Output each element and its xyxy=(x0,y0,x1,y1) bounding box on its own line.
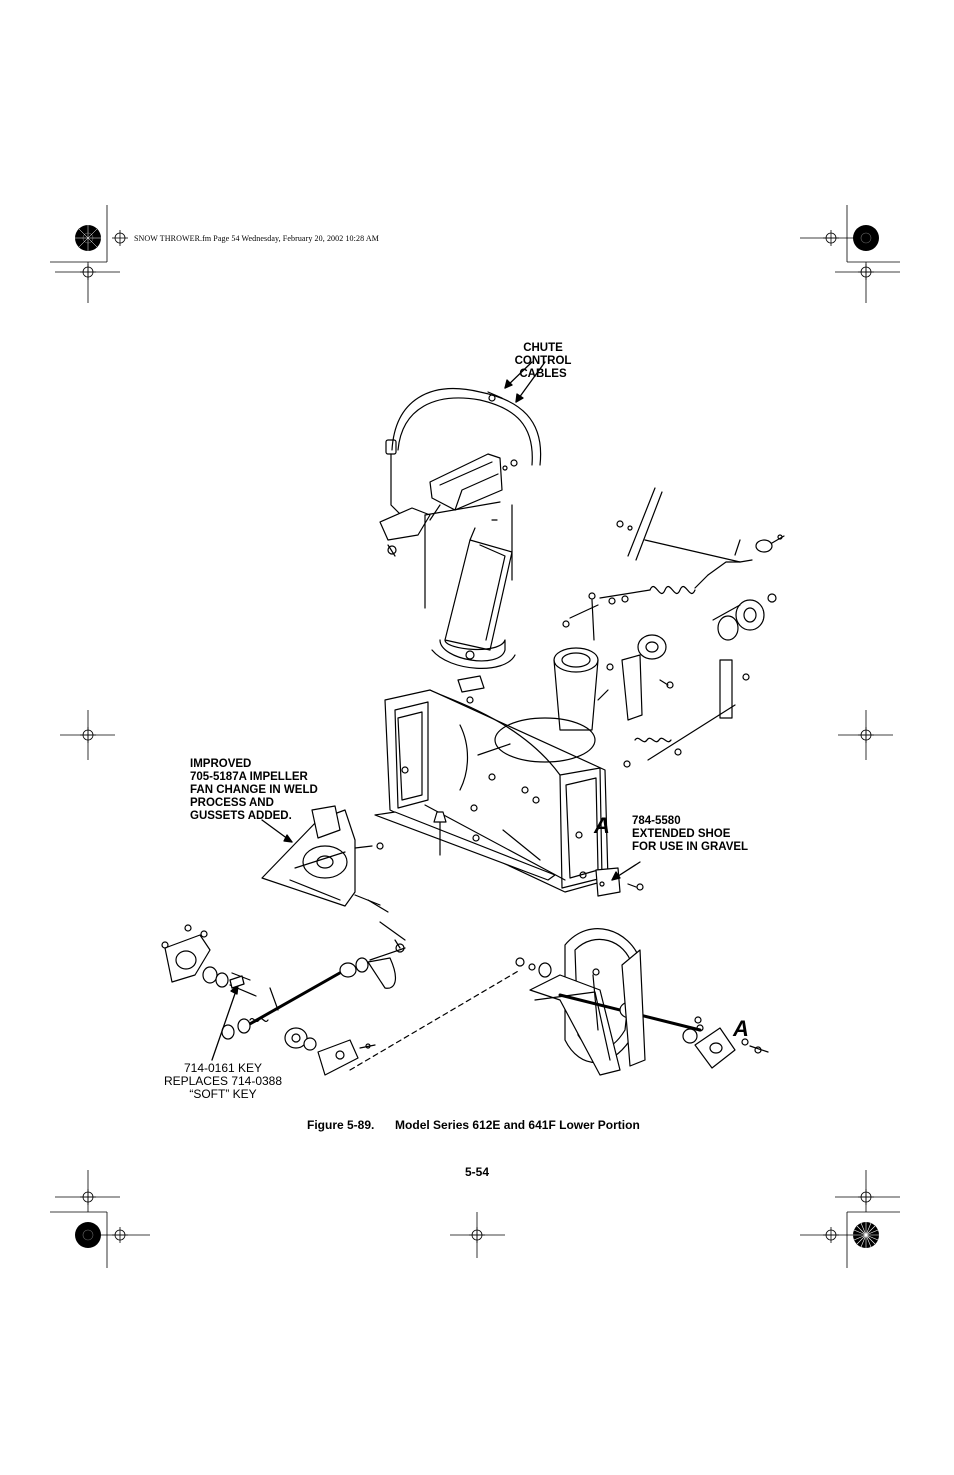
reference-letter-a-auger: A xyxy=(733,1016,749,1041)
reference-letter-a-housing: A xyxy=(594,813,610,838)
impeller-fan xyxy=(261,805,389,913)
auger-housing xyxy=(384,689,609,893)
key-leader xyxy=(211,975,245,1061)
figure-caption: Figure 5-89. Model Series 612E and 641F … xyxy=(307,1118,640,1132)
extended-shoe xyxy=(595,867,644,897)
callout-extended-shoe: 784-5580 EXTENDED SHOE FOR USE IN GRAVEL xyxy=(632,815,749,853)
figure-title: Model Series 612E and 641F Lower Portion xyxy=(395,1118,640,1132)
shoe-leader xyxy=(611,861,641,881)
callout-key-replacement: 714-0161 KEY REPLACES 714-0388 “SOFT” KE… xyxy=(163,1061,283,1101)
chute-deflector xyxy=(429,453,518,511)
discharge-spout xyxy=(424,501,516,704)
figure-label: Figure 5-89. xyxy=(307,1118,375,1132)
callout-chute-control-cables: CHUTE CONTROL CABLES xyxy=(514,342,572,380)
impeller-leader xyxy=(261,819,293,843)
page-number: 5-54 xyxy=(465,1165,490,1179)
auger-shaft-assembly xyxy=(161,921,521,1076)
chute-cable-leaders xyxy=(504,361,546,403)
chute-crank-rod xyxy=(562,487,785,641)
callout-impeller-change: IMPROVED 705-5187A IMPELLER FAN CHANGE I… xyxy=(190,758,318,822)
chute-base-ring xyxy=(553,647,609,731)
chute-bracket xyxy=(379,504,441,557)
scraper-bar xyxy=(374,804,556,881)
chute-control-cables xyxy=(385,388,542,519)
pulley-assembly xyxy=(606,593,777,768)
auger-spiral xyxy=(515,928,769,1076)
file-header-line: SNOW THROWER.fm Page 54 Wednesday, Febru… xyxy=(134,234,379,243)
